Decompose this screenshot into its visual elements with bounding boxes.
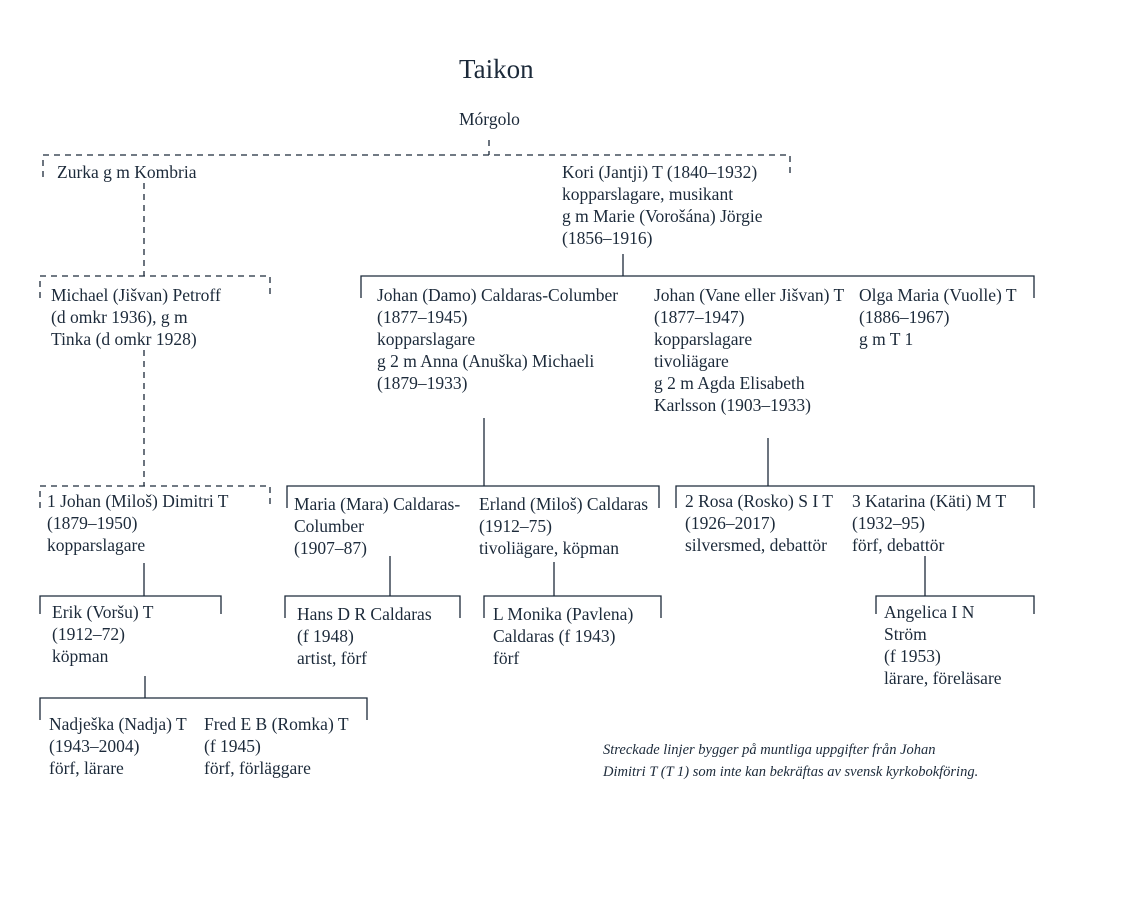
person-line: (1926–2017) [685,513,776,533]
person-johan-milos: 1 Johan (Miloš) Dimitri T (1879–1950) ko… [47,490,228,556]
person-line: Fred E B (Romka) T [204,714,349,734]
person-line: kopparslagare [47,535,146,555]
person-line: silversmed, debattör [685,535,827,555]
person-line: g 2 m Agda Elisabeth [654,373,805,393]
person-erland: Erland (Miloš) Caldaras (1912–75) tivoli… [479,493,648,559]
person-line: Erland (Miloš) Caldaras [479,494,649,514]
person-line: (1856–1916) [562,228,653,248]
person-line: (1879–1933) [377,373,468,393]
person-line: Columber [294,516,364,536]
person-line: (1877–1947) [654,307,745,327]
person-line: kopparslagare [654,329,753,349]
person-hans: Hans D R Caldaras (f 1948) artist, förf [297,603,432,669]
person-morgolo: Mórgolo [459,108,520,130]
person-line: Nadješka (Nadja) T [49,714,187,734]
person-line: (f 1945) [204,736,261,756]
person-nadjeska: Nadješka (Nadja) T (1943–2004) förf, lär… [49,713,187,779]
person-line: förf, debattör [852,535,945,555]
person-michael: Michael (Jišvan) Petroff (d omkr 1936), … [51,284,221,350]
person-line: köpman [52,646,109,666]
person-line: förf, förläggare [204,758,311,778]
person-monika: L Monika (Pavlena) Caldaras (f 1943) för… [493,603,633,669]
person-olga: Olga Maria (Vuolle) T (1886–1967) g m T … [859,284,1017,350]
person-johan-vane: Johan (Vane eller Jišvan) T (1877–1947) … [654,284,844,416]
footnote: Streckade linjer bygger på muntliga uppg… [603,739,978,783]
person-johan-damo: Johan (Damo) Caldaras-Columber (1877–194… [377,284,618,394]
person-line: 1 Johan (Miloš) Dimitri T [47,491,229,511]
person-line: Zurka g m Kombria [57,162,197,182]
person-line: Johan (Damo) Caldaras-Columber [377,285,619,305]
person-line: (d omkr 1936), g m [51,307,188,327]
person-line: Michael (Jišvan) Petroff [51,285,221,305]
person-fred: Fred E B (Romka) T (f 1945) förf, förläg… [204,713,349,779]
person-line: (1907–87) [294,538,367,558]
person-maria: Maria (Mara) Caldaras- Columber (1907–87… [294,493,460,559]
person-line: L Monika (Pavlena) [493,604,634,624]
person-line: (1886–1967) [859,307,950,327]
person-kori: Kori (Jantji) T (1840–1932) kopparslagar… [562,161,763,249]
person-line: (1912–75) [479,516,552,536]
person-line: Olga Maria (Vuolle) T [859,285,1017,305]
person-angelica: Angelica I N Ström (f 1953) lärare, före… [884,601,1002,689]
person-line: tivoliägare [654,351,729,371]
person-line: Kori (Jantji) T (1840–1932) [562,162,758,182]
person-line: (1943–2004) [49,736,140,756]
person-line: lärare, föreläsare [884,668,1002,688]
person-line: Erik (Voršu) T [52,602,154,622]
person-line: Mórgolo [459,109,520,129]
person-line: (1879–1950) [47,513,138,533]
person-line: förf, lärare [49,758,124,778]
footnote-line: Dimitri T (T 1) som inte kan bekräftas a… [603,764,979,780]
person-line: förf [493,648,520,668]
person-line: Hans D R Caldaras [297,604,432,624]
person-rosa: 2 Rosa (Rosko) S I T (1926–2017) silvers… [685,490,833,556]
person-line: Caldaras (f 1943) [493,626,616,646]
person-line: Angelica I N [884,602,975,622]
person-line: Maria (Mara) Caldaras- [294,494,461,514]
person-line: kopparslagare [377,329,476,349]
chart-title: Taikon [459,54,534,84]
person-line: Johan (Vane eller Jišvan) T [654,285,845,305]
person-zurka: Zurka g m Kombria [57,161,196,183]
person-line: g m Marie (Vorošána) Jörgie [562,206,763,226]
footnote-line: Streckade linjer bygger på muntliga uppg… [603,742,936,758]
person-line: (f 1953) [884,646,941,666]
person-line: g m T 1 [859,329,914,349]
person-line: (f 1948) [297,626,354,646]
person-line: Karlsson (1903–1933) [654,395,811,415]
person-line: (1932–95) [852,513,925,533]
person-line: Tinka (d omkr 1928) [51,329,197,349]
person-line: (1877–1945) [377,307,468,327]
person-line: (1912–72) [52,624,125,644]
person-line: Ström [884,624,927,644]
person-line: artist, förf [297,648,367,668]
person-line: g 2 m Anna (Anuška) Michaeli [377,351,595,371]
person-erik: Erik (Voršu) T (1912–72) köpman [52,601,153,667]
person-line: tivoliägare, köpman [479,538,619,558]
person-line: 3 Katarina (Käti) M T [852,491,1007,511]
person-katarina: 3 Katarina (Käti) M T (1932–95) förf, de… [852,490,1006,556]
person-line: 2 Rosa (Rosko) S I T [685,491,833,511]
person-line: kopparslagare, musikant [562,184,734,204]
